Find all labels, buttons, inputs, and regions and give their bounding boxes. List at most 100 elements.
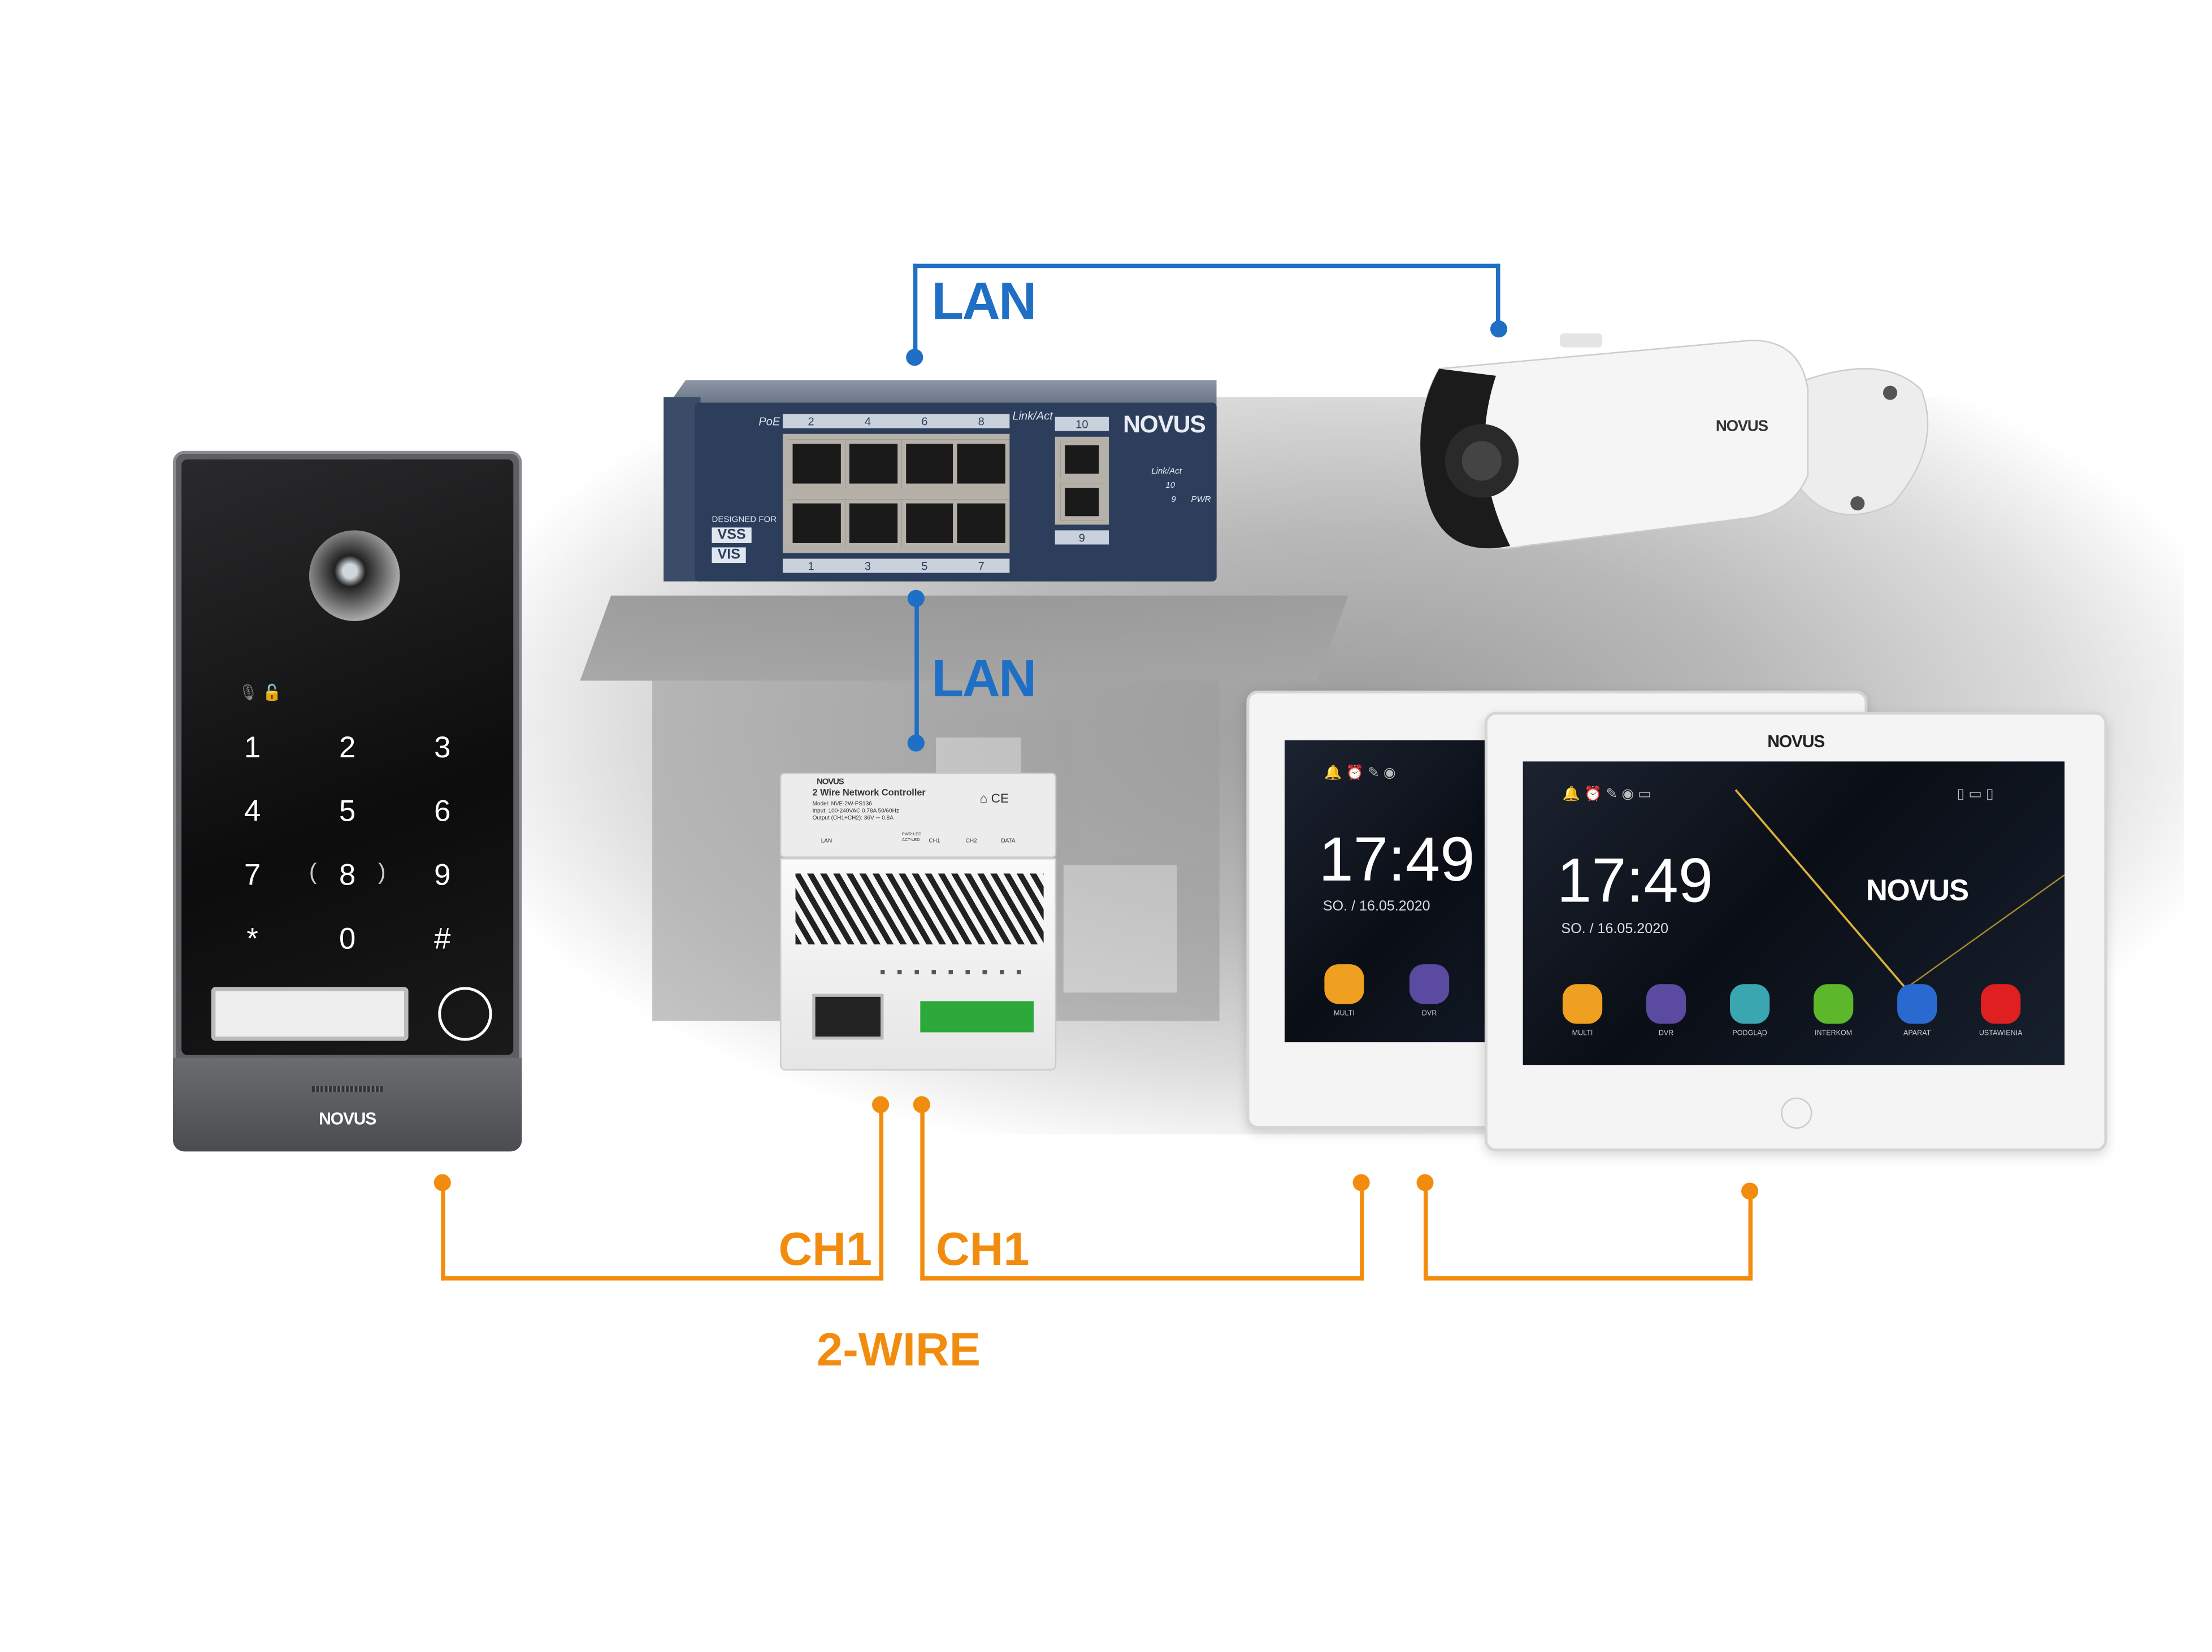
act-led-label: ACT-LED: [901, 836, 920, 843]
app-label: DVR: [1421, 1009, 1437, 1018]
led-row: [881, 970, 1022, 974]
key-star[interactable]: *: [246, 923, 258, 956]
app-dvr[interactable]: [1409, 964, 1450, 1004]
key-9[interactable]: 9: [434, 859, 451, 892]
vss-badge: VSS: [712, 527, 752, 543]
door-camera-lens: [309, 530, 400, 621]
monitor-logo: NOVUS: [1767, 731, 1825, 752]
led-pwr-label: PWR: [1191, 496, 1211, 505]
vent-grille: [795, 873, 1044, 944]
key-8[interactable]: 8: [339, 859, 356, 892]
key-2[interactable]: 2: [339, 731, 356, 765]
lan-line-controller: [914, 598, 919, 743]
app-label: DVR: [1658, 1029, 1674, 1038]
controller-input: Input: 100-240VAC 0.78A 50/60Hz: [812, 807, 899, 814]
network-controller: NOVUS 2 Wire Network Controller Model: N…: [779, 773, 1057, 1071]
wire-line: [1360, 1182, 1364, 1281]
app-aparat[interactable]: [1897, 984, 1937, 1024]
mic-lock-icons: 🎙 🔓: [238, 684, 282, 702]
port-10-label: 10: [1055, 417, 1109, 431]
controller-logo: NOVUS: [817, 778, 844, 787]
date: SO. / 16.05.2020: [1561, 921, 1669, 938]
key-0[interactable]: 0: [339, 923, 356, 956]
app-label: MULTI: [1334, 1009, 1355, 1018]
key-7[interactable]: 7: [244, 859, 261, 892]
clock: 17:49: [1556, 846, 1714, 916]
designed-for-label: DESIGNED FOR: [712, 516, 777, 525]
wire-dot: [1352, 1174, 1370, 1191]
led-link-act-label: Link/Act: [1151, 467, 1182, 477]
wire-dot: [1741, 1182, 1759, 1200]
key-6[interactable]: 6: [434, 795, 451, 829]
key-1[interactable]: 1: [244, 731, 261, 765]
port-block: [782, 433, 1010, 553]
key-5[interactable]: 5: [339, 795, 356, 829]
screen-logo: NOVUS: [1866, 875, 1969, 908]
device-icons: ▯ ▭ ▯: [1957, 787, 1994, 803]
controller-title: 2 Wire Network Controller: [812, 788, 926, 799]
wire-dot: [872, 1096, 890, 1113]
camera-logo: NOVUS: [1715, 418, 1768, 436]
ch1-label-right: CH1: [935, 1222, 1030, 1275]
controller-model: Model: NVE-2W-PS136: [812, 800, 872, 807]
status-icons: 🔔 ⏰ ✎ ◉ ▭: [1562, 787, 1651, 803]
key-3[interactable]: 3: [434, 731, 451, 765]
app-podgląd[interactable]: [1729, 984, 1770, 1024]
wire-line: [920, 1276, 1364, 1281]
monitor-front: NOVUS 🔔 ⏰ ✎ ◉ ▭ ▯ ▭ ▯ 17:49 SO. / 16.05.…: [1484, 712, 2107, 1152]
app-multi[interactable]: [1324, 964, 1364, 1004]
controller-output: Output (CH1+CH2): 36V ⎓ 0.8A: [812, 814, 894, 821]
link-act-label: Link/Act: [1012, 410, 1053, 423]
led-9-label: 9: [1171, 496, 1176, 505]
lan-dot: [907, 734, 925, 752]
wire-line: [920, 1104, 925, 1281]
wire-line: [1748, 1191, 1753, 1281]
ch1-label-left: CH1: [778, 1222, 873, 1275]
name-plate: [211, 987, 409, 1041]
wire-dot: [913, 1096, 930, 1113]
data-port-label: DATA: [1001, 836, 1016, 844]
door-station: 🎙 🔓 1 2 3 4 5 6 7 8 () 9 * 0 # NOVUS: [173, 450, 522, 1152]
app-multi[interactable]: [1562, 984, 1603, 1024]
lan-line-top: [913, 263, 1500, 268]
date: SO. / 16.05.2020: [1322, 899, 1430, 915]
terminal-block: [920, 1001, 1034, 1033]
wire-dot: [433, 1174, 451, 1191]
led-10-label: 10: [1165, 482, 1176, 491]
monitor-front-screen: 🔔 ⏰ ✎ ◉ ▭ ▯ ▭ ▯ 17:49 SO. / 16.05.2020 N…: [1523, 761, 2065, 1065]
door-logo: NOVUS: [319, 1109, 376, 1129]
rfid-icon: (): [309, 860, 386, 885]
certification-icons: ⌂ CE: [979, 791, 1009, 806]
poe-label: PoE: [758, 415, 780, 428]
clock: 17:49: [1318, 825, 1475, 895]
lan-dot: [1490, 320, 1508, 338]
ch2-port-label: CH2: [965, 836, 977, 844]
status-icons: 🔔 ⏰ ✎ ◉: [1324, 765, 1396, 782]
wire-line: [1424, 1276, 1753, 1281]
lan-dot: [907, 589, 925, 607]
app-ustawienia[interactable]: [1981, 984, 2021, 1024]
lan-port-label: LAN: [821, 836, 832, 844]
ip-bullet-camera: NOVUS: [1411, 333, 1935, 575]
home-button[interactable]: [1781, 1097, 1812, 1129]
uplink-ports: [1055, 436, 1109, 525]
wire-line: [1424, 1182, 1428, 1281]
lan-label-mid: LAN: [931, 649, 1036, 708]
app-label: APARAT: [1903, 1029, 1931, 1038]
switch-logo: NOVUS: [1123, 411, 1206, 439]
lan-line-switch: [913, 263, 918, 358]
app-dvr[interactable]: [1646, 984, 1686, 1024]
ch1-port-label: CH1: [929, 836, 940, 844]
app-interkom[interactable]: [1814, 984, 1854, 1024]
rj45-port: [812, 994, 884, 1040]
key-hash[interactable]: #: [434, 923, 451, 956]
lan-dot: [906, 349, 923, 366]
two-wire-label: 2-WIRE: [817, 1323, 981, 1376]
call-button[interactable]: [438, 987, 492, 1041]
wire-line: [879, 1104, 884, 1281]
lan-line-camera: [1495, 263, 1500, 329]
key-4[interactable]: 4: [244, 795, 261, 829]
